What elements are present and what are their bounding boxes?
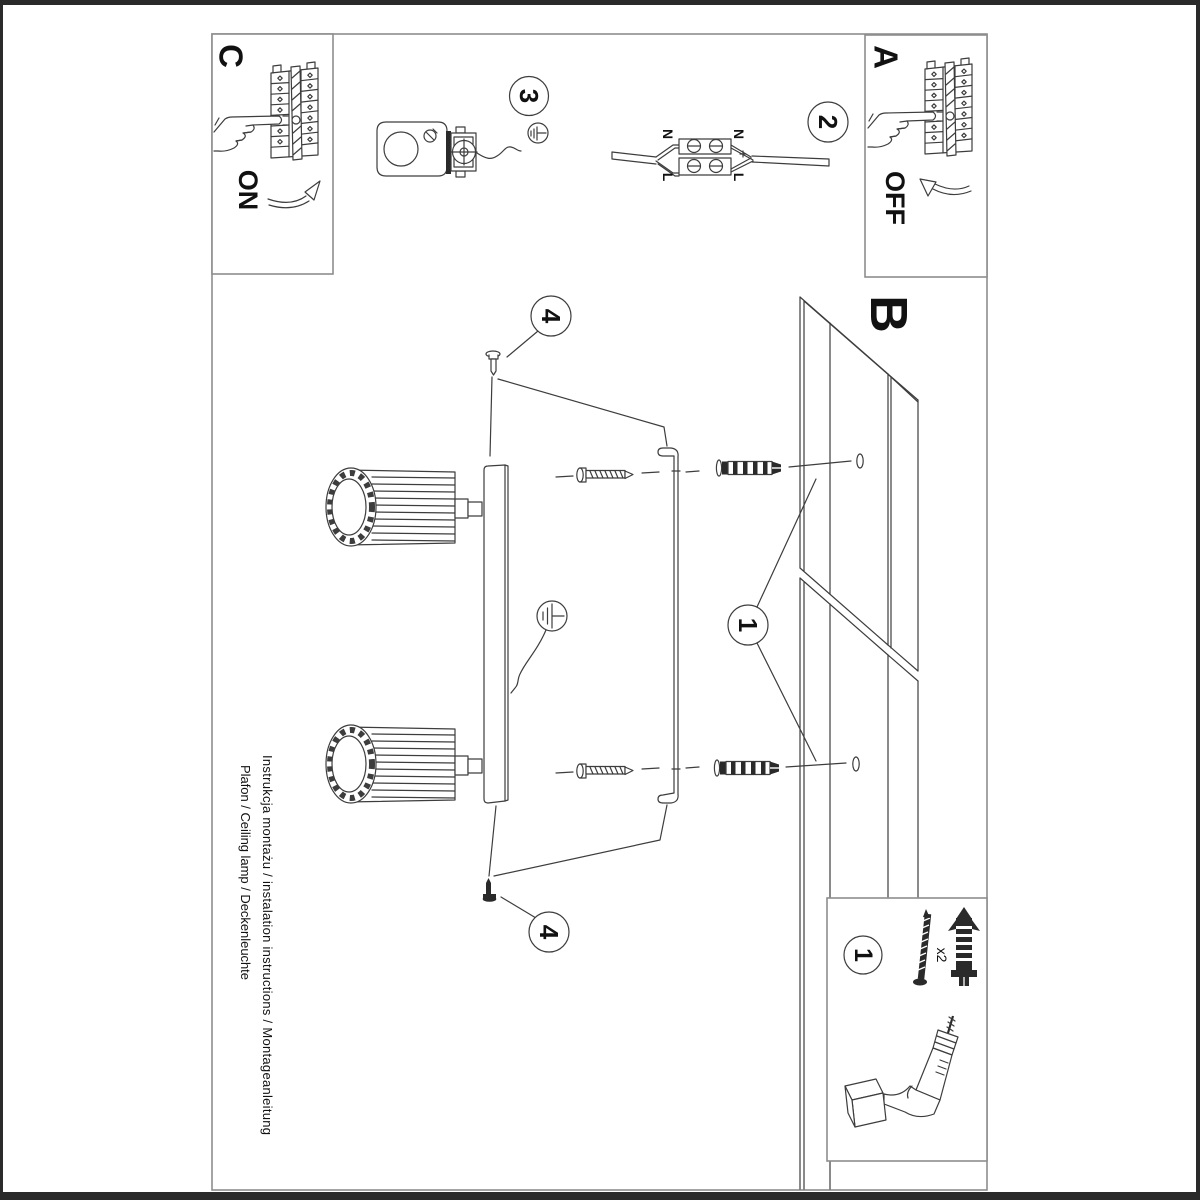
- step3-label: 3: [514, 89, 544, 103]
- step4-top: 4: [485, 295, 668, 457]
- step3-callout: 3: [508, 75, 550, 144]
- quantity-label: x2: [934, 948, 950, 963]
- wire-label-n-left: N: [660, 129, 676, 139]
- panel-a-content: A OFF: [868, 45, 972, 225]
- step4-label: 4: [536, 309, 566, 324]
- section-b-label: B: [859, 295, 917, 333]
- drill-icon: [844, 1015, 959, 1128]
- step4-bottom: 4: [482, 804, 668, 953]
- wall-plug-icon: [715, 459, 781, 477]
- terminal-screws: [686, 138, 724, 174]
- footer-captions: Instrukcja montażu / instalation instruc…: [238, 755, 275, 1135]
- wall-plug-icon-vertical: [948, 907, 980, 986]
- fuse-box-icon: [213, 61, 319, 161]
- wire-label-l-left: L: [660, 173, 676, 182]
- section-a-label: A: [868, 45, 905, 69]
- wire-label-l-right: L: [731, 173, 747, 182]
- parts-box-content: 1 x2: [843, 907, 980, 1128]
- earth-ground-icon-small: [530, 126, 547, 141]
- switch-on-label: ON: [233, 170, 263, 211]
- section-c-label: C: [213, 44, 250, 68]
- wire-connector: N N L L: [611, 129, 830, 182]
- din-rail: [290, 65, 303, 161]
- panel-c-content: C ON: [213, 44, 321, 210]
- footer-line2: Plafon / Ceiling lamp / Deckenleuchte: [238, 765, 253, 980]
- parts-item-label: 1: [849, 948, 877, 962]
- footer-line1: Instrukcja montażu / instalation instruc…: [260, 755, 275, 1135]
- main-frame: [211, 33, 988, 1191]
- breaker-switch: [291, 115, 301, 125]
- screw-icon-vertical: [913, 909, 932, 986]
- lamp-mounting-plate: [483, 464, 509, 804]
- earth-ground-icon: [510, 600, 568, 694]
- screw-icon: [555, 467, 700, 483]
- arrow-off-icon: [919, 178, 972, 197]
- mounting-bracket: [657, 447, 681, 804]
- wire-label-n-right: N: [731, 129, 747, 139]
- anchor-holes: [785, 453, 864, 772]
- step4-label: 4: [534, 925, 564, 940]
- canopy-part: [376, 121, 522, 178]
- step1-label: 1: [733, 618, 763, 632]
- arrow-on-icon: [267, 180, 321, 209]
- spot-head: [325, 467, 483, 547]
- earth-wire: [476, 146, 522, 159]
- terminal-screw-dots: [277, 72, 313, 145]
- step1-callout: 1: [727, 478, 817, 762]
- step2-label: 2: [813, 115, 843, 129]
- switch-off-label: OFF: [880, 171, 910, 225]
- ceiling-panels: [799, 296, 919, 1190]
- step2-callout: 2: [807, 101, 849, 143]
